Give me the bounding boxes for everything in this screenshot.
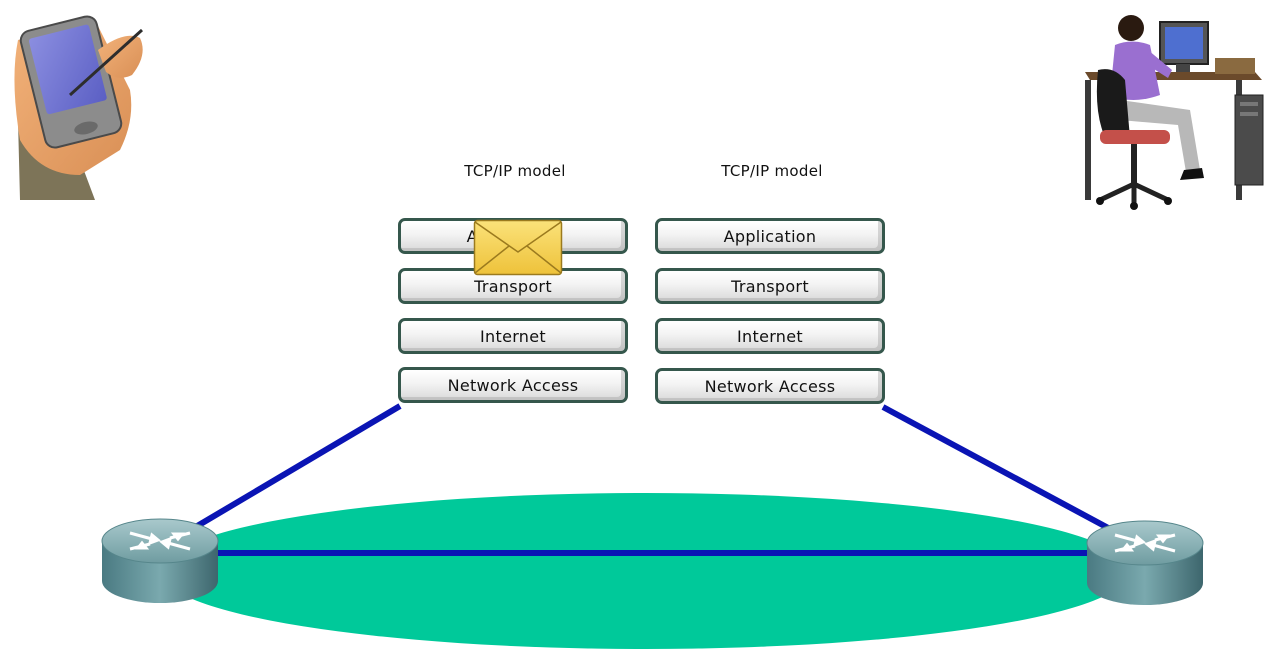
left-layer-internet: Internet — [398, 318, 628, 354]
left-stack-title: TCP/IP model — [464, 162, 566, 180]
left-layer-network-access: Network Access — [398, 367, 628, 403]
router-icon — [1086, 520, 1204, 605]
link-right-stack-to-router — [881, 404, 1127, 540]
desktop-user-icon — [1085, 15, 1264, 210]
pda-device-icon — [14, 15, 144, 200]
right-stack-title: TCP/IP model — [721, 162, 823, 180]
right-layer-internet: Internet — [655, 318, 885, 354]
link-left-stack-to-router — [180, 403, 402, 538]
right-layer-network-access: Network Access — [655, 368, 885, 404]
envelope-icon — [473, 219, 563, 276]
left-layer-transport: Transport — [398, 268, 628, 304]
right-layer-application: Application — [655, 218, 885, 254]
network-cloud — [160, 493, 1130, 649]
right-layer-transport: Transport — [655, 268, 885, 304]
router-icon — [101, 518, 219, 603]
